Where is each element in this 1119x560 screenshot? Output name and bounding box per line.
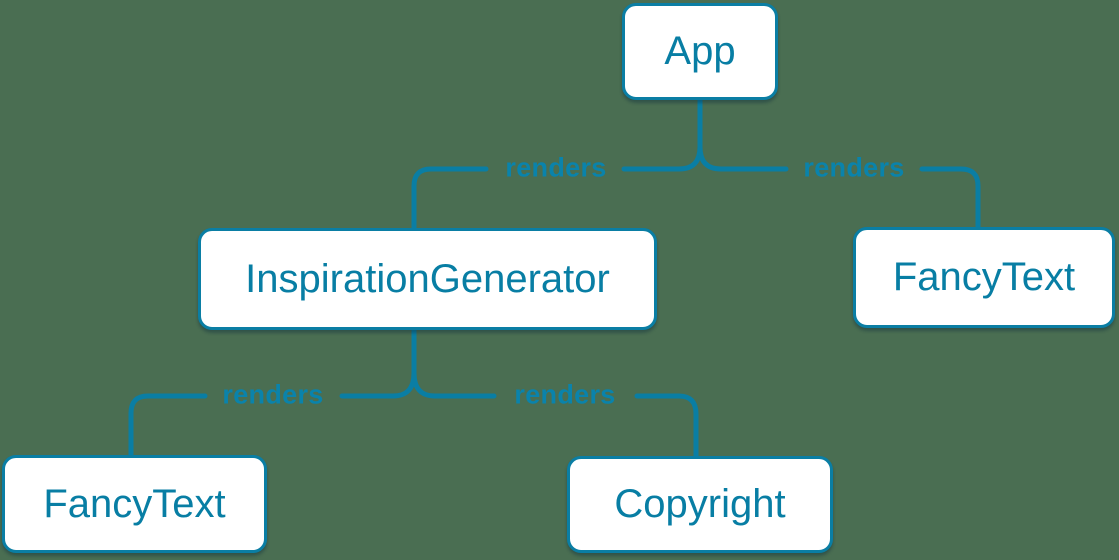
node-fancy-text-bottom-label: FancyText [43,481,226,526]
edge-label-app-to-fancytext: renders [803,152,905,183]
connector-inspirationgenerator-to-fancytext-b [128,393,208,459]
connector-inspirationgenerator-to-fancytext-a [339,370,417,399]
connector-app-to-inspirationgenerator-b [411,166,489,232]
node-app-label: App [664,29,736,73]
node-copyright-label: Copyright [614,482,786,526]
node-app: App [622,3,778,100]
connector-inspirationgenerator-to-copyright-a [411,370,497,399]
node-copyright: Copyright [567,456,833,553]
edge-label-app-to-inspirationgenerator: renders [505,152,607,183]
edge-label-inspirationgenerator-to-copyright: renders [514,379,616,410]
node-inspiration-generator-label: InspirationGenerator [245,256,610,301]
node-fancy-text-top-label: FancyText [892,255,1076,299]
connector-app-to-inspirationgenerator-a [621,144,703,172]
node-inspiration-generator: InspirationGenerator [198,228,657,330]
edge-label-inspirationgenerator-to-fancytext: renders [222,379,324,410]
connector-inspirationgenerator-to-copyright-b [634,393,699,460]
connector-app-to-fancytext-a [697,144,789,172]
node-fancy-text-top: FancyText [853,227,1115,328]
node-fancy-text-bottom: FancyText [2,455,267,553]
connector-app-to-fancytext-b [919,166,981,231]
